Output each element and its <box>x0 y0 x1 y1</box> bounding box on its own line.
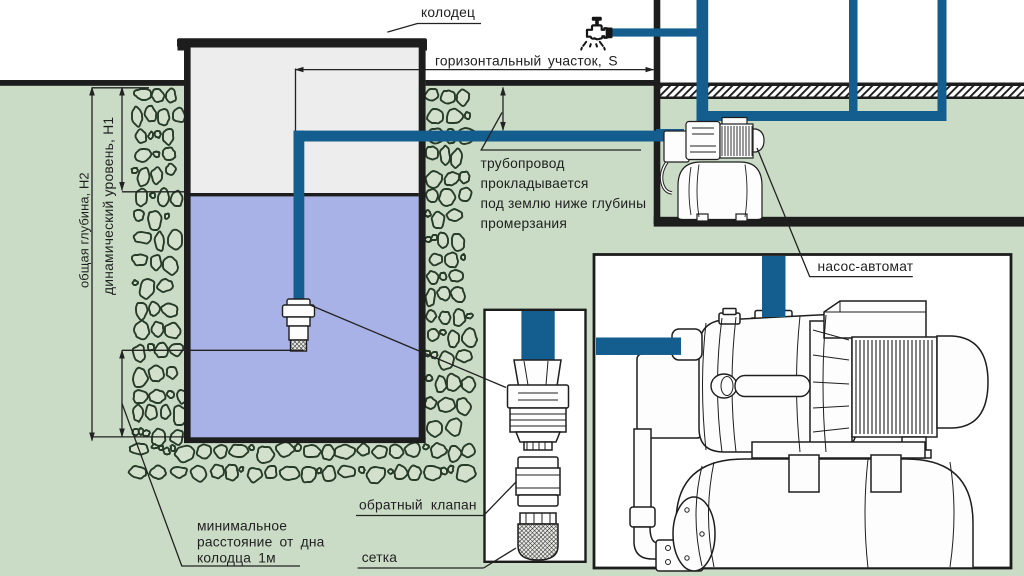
svg-text:колодца 1м: колодца 1м <box>197 551 276 566</box>
svg-text:промерзания: промерзания <box>481 216 568 231</box>
svg-text:сетка: сетка <box>362 550 398 565</box>
svg-text:обратный клапан: обратный клапан <box>359 498 477 513</box>
svg-text:прокладывается: прокладывается <box>481 176 589 191</box>
svg-text:расстояние от дна: расстояние от дна <box>197 535 325 550</box>
svg-text:минимальное: минимальное <box>197 519 287 534</box>
svg-text:динамический уровень, Н1: динамический уровень, Н1 <box>101 117 116 295</box>
svg-text:колодец: колодец <box>421 5 475 20</box>
svg-text:общая глубина, Н2: общая глубина, Н2 <box>77 172 92 288</box>
svg-text:насос-автомат: насос-автомат <box>818 259 914 274</box>
svg-text:трубопровод: трубопровод <box>481 156 565 171</box>
svg-text:под землю ниже глубины: под землю ниже глубины <box>481 196 647 211</box>
svg-text:горизонтальный участок, S: горизонтальный участок, S <box>435 54 618 69</box>
